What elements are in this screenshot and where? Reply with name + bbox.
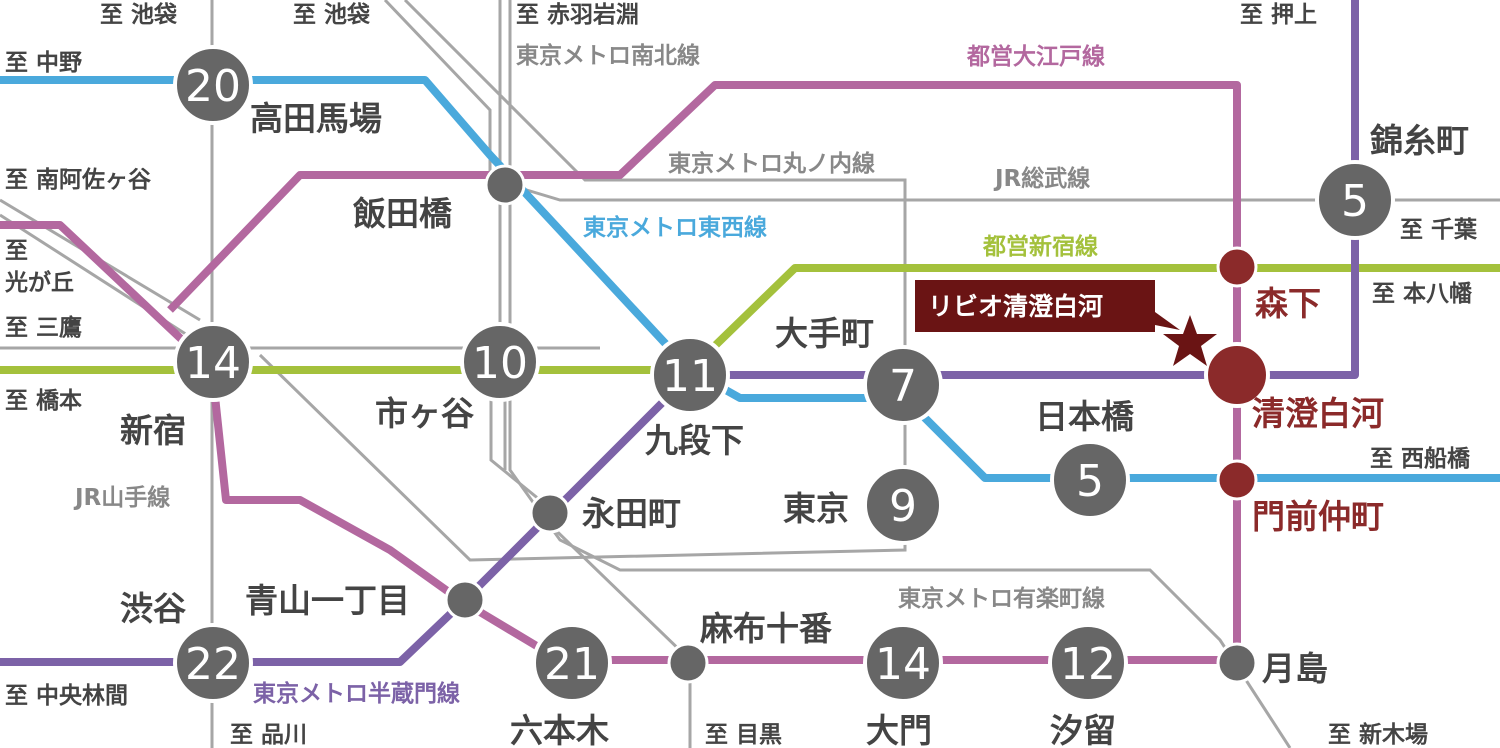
line-yurakucho (508, 340, 1292, 748)
name-shiodome: 汐留 (1050, 711, 1116, 748)
label-oedo: 都営大江戸線 (966, 43, 1105, 70)
station-tsukishima[interactable]: 月島 (1216, 642, 1328, 688)
line-oedo-main (167, 81, 1241, 660)
line-namboku-a (489, 0, 541, 502)
name-tokyo: 東京 (783, 489, 849, 528)
name-kinshicho: 錦糸町 (1370, 121, 1469, 160)
station-daimon[interactable]: 14 大門 (863, 623, 943, 748)
dest-meguro: 至 目黒 (705, 722, 782, 748)
minutes-ichigaya: 10 (472, 338, 528, 389)
dest-chiba: 至 千葉 (1400, 217, 1478, 243)
label-yamanote: JR山手線 (73, 484, 170, 511)
minutes-nihombashi: 5 (1076, 456, 1104, 507)
minutes-shiodome: 12 (1060, 639, 1116, 690)
name-ichigaya: 市ヶ谷 (375, 394, 474, 433)
label-yurakucho: 東京メトロ有楽町線 (898, 585, 1105, 612)
dest-shinkiba: 至 新木場 (1328, 721, 1428, 748)
name-roppongi: 六本木 (510, 711, 609, 748)
name-kiyosumi: 清澄白河 (1252, 394, 1384, 433)
name-daimon: 大門 (866, 711, 932, 748)
dest-minamiasagaya: 至 南阿佐ヶ谷 (5, 167, 152, 193)
name-otemachi: 大手町 (775, 314, 874, 353)
dest-akabaneiwabuchi: 至 赤羽岩淵 (516, 2, 639, 28)
dest-nishifunabashi: 至 西船橋 (1370, 445, 1471, 472)
line-shinjuku (0, 264, 1500, 374)
label-hanzomon: 東京メトロ半蔵門線 (253, 680, 460, 707)
star-icon (1163, 315, 1217, 366)
name-azabujuban: 麻布十番 (700, 609, 832, 648)
name-monzennakacho: 門前仲町 (1252, 497, 1384, 536)
label-sobu: JR総武線 (993, 165, 1090, 192)
minutes-tokyo: 9 (889, 481, 917, 532)
dest-shinagawa: 至 品川 (230, 722, 307, 748)
station-takadanobaba[interactable]: 20 高田馬場 (173, 45, 382, 138)
minutes-daimon: 14 (875, 639, 931, 690)
name-takadanobaba: 高田馬場 (250, 99, 382, 138)
station-ichigaya[interactable]: 10 市ヶ谷 (375, 322, 540, 433)
station-otemachi[interactable]: 7 大手町 (775, 314, 943, 425)
dest-motoyawata: 至 本八幡 (1372, 281, 1473, 307)
station-morishita[interactable]: 森下 (1216, 246, 1321, 323)
station-shibuya[interactable]: 22 渋谷 (120, 589, 253, 703)
dest-nakano: 至 中野 (5, 50, 82, 76)
name-nagatacho: 永田町 (582, 494, 681, 533)
label-marunouchi: 東京メトロ丸ノ内線 (668, 150, 875, 177)
name-kudanshita: 九段下 (645, 421, 744, 460)
station-shinjuku[interactable]: 14 新宿 (120, 322, 253, 450)
name-iidabashi: 飯田橋 (353, 194, 453, 233)
station-shiodome[interactable]: 12 汐留 (1048, 623, 1128, 748)
label-shinjuku-line: 都営新宿線 (982, 233, 1098, 260)
dest-ikebukuro-1: 至 池袋 (100, 1, 178, 28)
minutes-roppongi: 21 (544, 639, 600, 690)
line-oedo-loop (0, 221, 1237, 664)
dest-hikarigaoka: 光が丘 (4, 269, 74, 296)
station-nagatacho[interactable]: 永田町 (529, 492, 681, 534)
dest-ikebukuro-2: 至 池袋 (293, 1, 371, 28)
minutes-otemachi: 7 (889, 361, 917, 412)
dest-nakarinkan: 至 中央林間 (5, 682, 128, 709)
station-kudanshita[interactable]: 11 九段下 (645, 335, 744, 460)
station-azabujuban[interactable]: 麻布十番 (667, 609, 832, 684)
label-namboku: 東京メトロ南北線 (516, 42, 700, 69)
minutes-takadanobaba: 20 (185, 61, 241, 112)
station-aoyamaitchome[interactable]: 青山一丁目 (245, 579, 486, 621)
dest-hikarigaoka-prefix: 至 (5, 238, 28, 264)
label-tozai: 東京メトロ東西線 (583, 214, 767, 241)
station-tokyo[interactable]: 9 東京 (783, 465, 943, 545)
minutes-shibuya: 22 (185, 639, 241, 690)
minutes-kudanshita: 11 (662, 351, 718, 402)
property-callout: リビオ清澄白河 (915, 280, 1217, 366)
name-nihombashi: 日本橋 (1035, 397, 1135, 436)
station-kiyosumi[interactable]: 清澄白河 (1204, 342, 1384, 433)
callout-label: リビオ清澄白河 (928, 292, 1103, 321)
station-monzennakacho[interactable]: 門前仲町 (1216, 459, 1384, 536)
station-iidabashi[interactable]: 飯田橋 (353, 164, 526, 233)
name-morishita: 森下 (1255, 284, 1321, 323)
dest-oshiage: 至 押上 (1240, 2, 1317, 28)
name-shibuya: 渋谷 (120, 589, 186, 628)
name-aoyamaitchome: 青山一丁目 (245, 581, 410, 620)
dest-hashimoto: 至 橋本 (5, 388, 82, 414)
name-shinjuku: 新宿 (120, 411, 186, 450)
minutes-shinjuku: 14 (185, 338, 241, 389)
dest-mitaka: 至 三鷹 (5, 314, 82, 341)
station-roppongi[interactable]: 21 六本木 (510, 623, 612, 748)
station-nihombashi[interactable]: 5 日本橋 (1035, 397, 1135, 520)
minutes-kinshicho: 5 (1341, 176, 1369, 227)
station-kinshicho[interactable]: 5 錦糸町 (1315, 121, 1469, 240)
name-tsukishima: 月島 (1262, 649, 1328, 688)
